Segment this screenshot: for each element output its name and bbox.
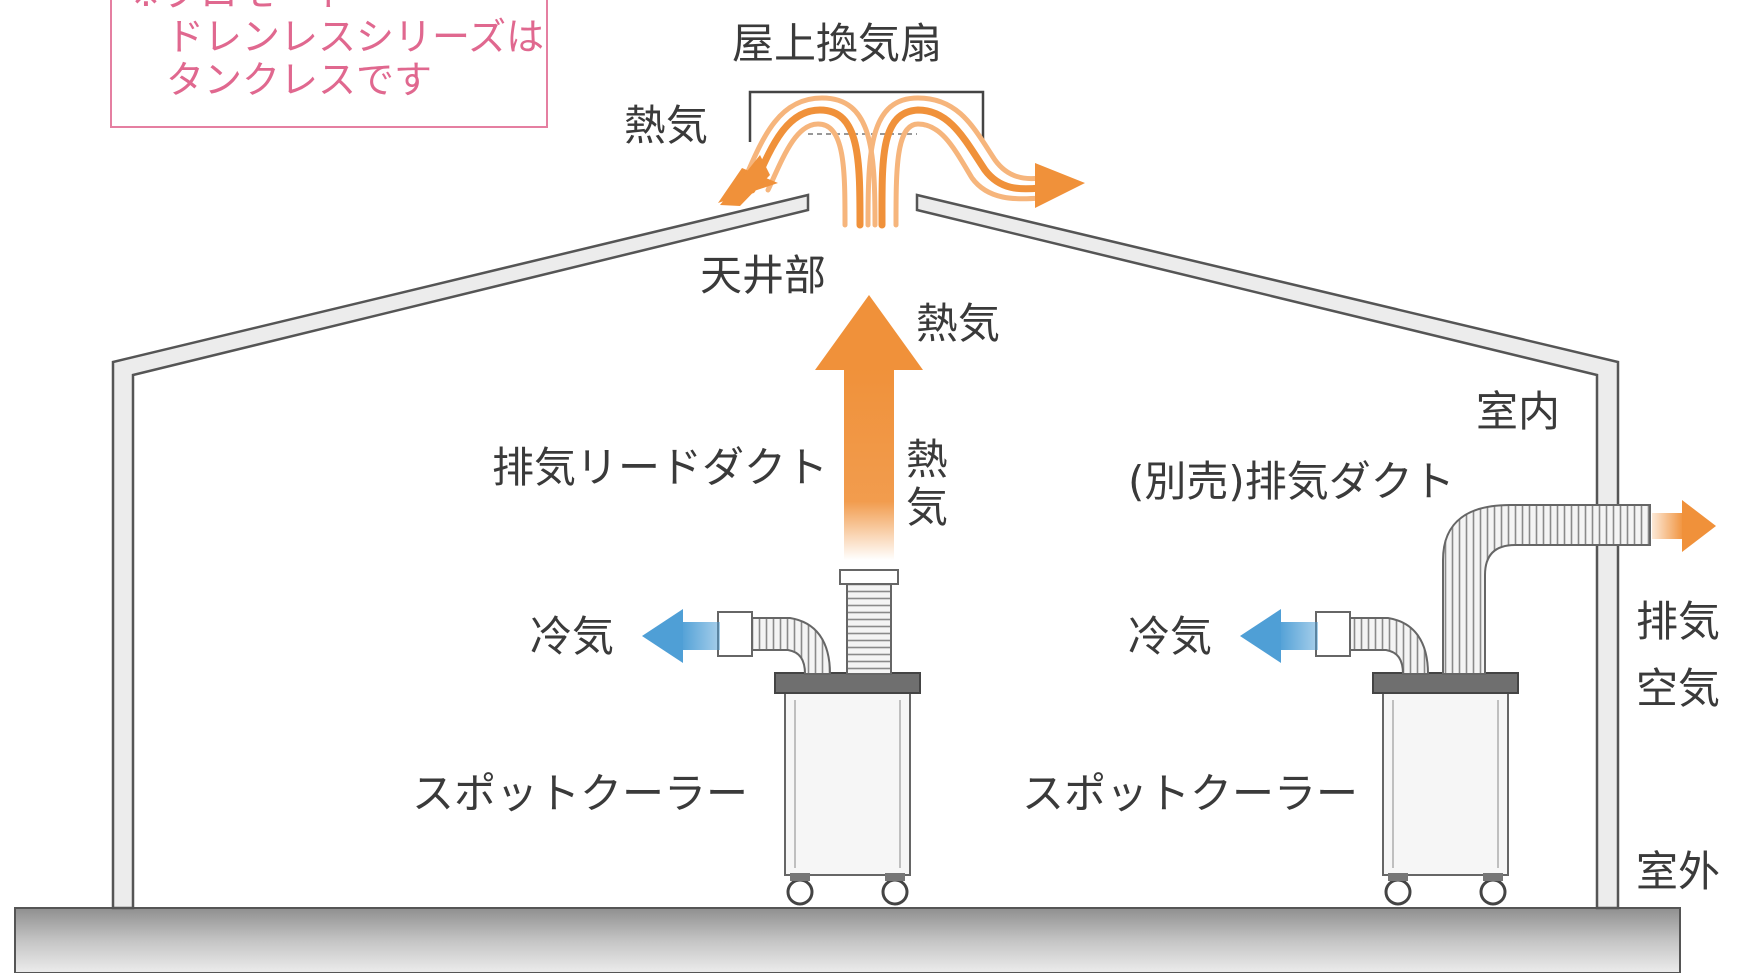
spot-cooler-left-label: スポットクーラー [412,769,749,818]
building-wall [111,193,810,910]
exhaust-lead-duct-label: 排気リードダクト [492,443,829,492]
exhaust-out-head [1682,500,1716,552]
roof-hot-air-left [737,95,878,229]
spot-cooler-left-unit [717,569,921,906]
heat-right-label: 熱気 [916,299,1001,348]
cold-air-right-label: 冷気 [1128,612,1213,661]
note-line-2: ドレンレスシリーズは [166,15,545,59]
note-line-1: ※プロモート [130,0,352,12]
cold-air-left-head [642,609,683,663]
optional-exhaust-duct-label: (別売)排気ダクト [1128,457,1455,506]
heat-left-top-label: 熱気 [624,101,709,150]
roof-fan-bracket [748,90,985,142]
exhaust-out-stem [1652,513,1684,539]
hot-air-up-arrowhead [815,295,923,370]
cold-air-left-label: 冷気 [530,612,615,661]
tankless-note: ※プロモート ドレンレスシリーズは タンクレスです [110,0,548,128]
building-wall-right [915,193,1620,910]
exhaust-air-label-1: 排気 [1636,597,1721,646]
exhaust-air-label-2: 空気 [1636,664,1721,713]
indoor-label: 室内 [1476,387,1561,436]
cold-air-right-stem [1278,622,1318,650]
cold-air-right-head [1240,609,1281,663]
roof-fan-label: 屋上換気扇 [732,19,943,68]
outdoor-label: 室外 [1636,847,1721,896]
spot-cooler-right-label: スポットクーラー [1022,769,1359,818]
note-line-3: タンクレスです [166,58,433,102]
roof-hot-air-right [865,95,1044,229]
hot-air-column [844,365,894,560]
spot-cooler-right-unit [1315,504,1651,906]
ceiling-label: 天井部 [700,251,827,300]
cold-air-left-stem [680,622,720,650]
roof-hot-air-right-head [1035,163,1085,208]
heat-vertical-label: 熱気 [905,435,948,533]
floor-slab [14,907,1681,974]
